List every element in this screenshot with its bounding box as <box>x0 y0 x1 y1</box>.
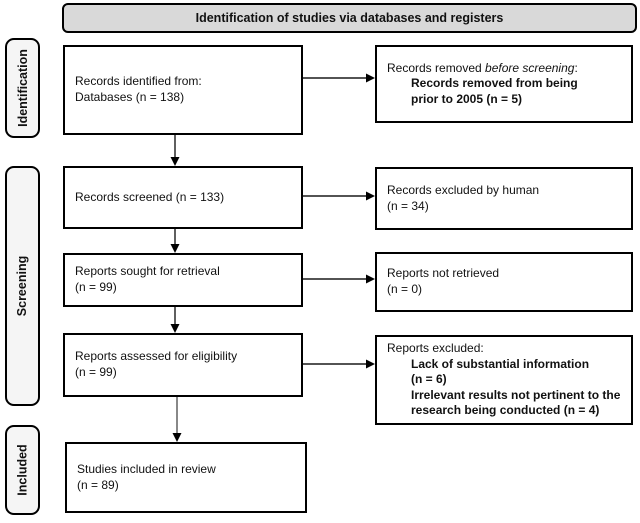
box-records-excluded: Records excluded by human (n = 34) <box>375 167 633 230</box>
box-text-line: Databases (n = 138) <box>75 90 185 104</box>
text-segment: Records removed <box>387 60 486 75</box>
box-text-subline: Irrelevant results not pertinent to the <box>411 387 621 402</box>
arrow-assessed-to-included <box>172 397 182 442</box>
diagram-title-banner: Identification of studies via databases … <box>62 3 637 33</box>
box-text-line: Reports sought for retrieval <box>75 264 220 279</box>
arrow-sought-to-assessed <box>170 307 180 333</box>
box-text-subline: (n = 6) <box>411 372 447 387</box>
box-reports-excluded: Reports excluded: Lack of substantial in… <box>375 335 633 425</box>
box-text-line: (n = 99) <box>75 280 117 294</box>
box-text-line: Records excluded by human <box>387 182 540 197</box>
stage-label-text: Included <box>15 444 30 496</box>
box-text-line: Reports assessed for eligibility <box>75 349 238 364</box>
box-text-line: Records screened (n = 133) <box>75 189 225 204</box>
arrow-sought-to-not-retrieved <box>303 274 375 284</box>
diagram-title: Identification of studies via databases … <box>195 11 504 25</box>
box-text-line: Records identified from: <box>75 74 202 89</box>
stage-label-screening: Screening <box>5 166 40 406</box>
box-text-subline: Records removed from being <box>411 76 578 91</box>
box-text-line: Reports excluded: <box>387 341 484 356</box>
box-records-identified: Records identified from: Databases (n = … <box>63 45 303 135</box>
box-text-line: Studies included in review <box>77 461 216 476</box>
box-records-removed: Records removed before screening: Record… <box>375 45 633 123</box>
box-reports-sought: Reports sought for retrieval (n = 99) <box>63 253 303 307</box>
box-text-line: (n = 34) <box>387 198 429 213</box>
box-text-subline: research being conducted (n = 4) <box>411 403 600 418</box>
box-text-subline: prior to 2005 (n = 5) <box>411 91 523 106</box>
arrow-screened-to-sought <box>170 229 180 253</box>
box-reports-not-retrieved: Reports not retrieved (n = 0) <box>375 252 633 312</box>
box-records-screened: Records screened (n = 133) <box>63 166 303 229</box>
arrow-identified-to-removed <box>303 73 375 83</box>
stage-label-text: Screening <box>15 255 30 317</box>
text-segment: : <box>574 60 578 75</box>
box-text-line: Records removed before screening: <box>387 61 621 77</box>
box-text-line: Reports not retrieved <box>387 266 500 281</box>
box-studies-included: Studies included in review (n = 89) <box>65 442 307 513</box>
box-text-line: (n = 89) <box>77 477 119 492</box>
box-text-subline: Lack of substantial information <box>411 356 590 371</box>
stage-label-identification: Identification <box>5 38 40 138</box>
arrow-identified-to-screened <box>170 135 180 166</box>
text-segment-italic: before screening <box>485 60 575 75</box>
arrow-assessed-to-reports-excluded <box>303 359 375 369</box>
box-text-line: (n = 0) <box>387 282 423 296</box>
box-reports-assessed: Reports assessed for eligibility (n = 99… <box>63 333 303 397</box>
arrow-screened-to-excluded <box>303 191 375 201</box>
stage-label-included: Included <box>5 425 40 515</box>
box-text-line: (n = 99) <box>75 365 117 379</box>
stage-label-text: Identification <box>15 49 30 127</box>
